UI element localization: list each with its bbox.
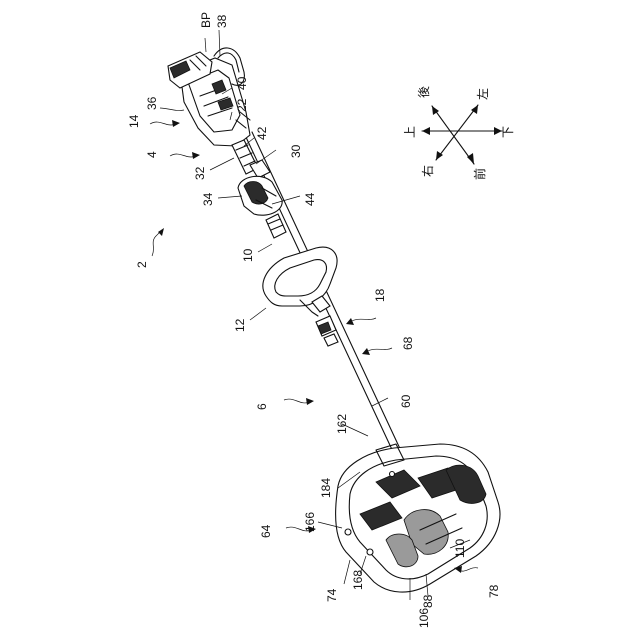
compass-label-front: 前	[472, 168, 487, 180]
callout-162: 162	[335, 414, 349, 434]
callout-bp: BP	[199, 12, 213, 28]
callout-40: 40	[235, 76, 249, 90]
compass-axis-leftright	[436, 105, 478, 160]
callout-184: 184	[319, 478, 333, 498]
callout-14: 14	[127, 114, 141, 128]
callout-10: 10	[241, 248, 255, 262]
callout-74: 74	[325, 588, 339, 602]
callout-88: 88	[421, 594, 435, 608]
compass-label-right: 右	[420, 165, 435, 177]
callout-32: 32	[193, 166, 207, 180]
front-grip	[238, 176, 286, 238]
callout-22: 22	[235, 98, 249, 112]
callout-36: 36	[145, 96, 159, 110]
fastener-dot	[345, 529, 351, 535]
callout-78: 78	[487, 584, 501, 598]
arrow-front-icon	[467, 153, 474, 164]
loop-handle	[263, 247, 337, 316]
callout-38: 38	[215, 14, 229, 28]
shaft-coupling	[316, 316, 338, 346]
compass-label-down: 下	[501, 126, 515, 138]
callout-68: 68	[401, 336, 415, 350]
fastener-dot	[367, 549, 373, 555]
compass-label-up: 上	[403, 126, 417, 138]
arrow-up-icon	[422, 127, 430, 135]
callout-2: 2	[135, 261, 149, 268]
callout-12: 12	[233, 318, 247, 332]
callout-168: 168	[351, 570, 365, 590]
callout-42: 42	[255, 126, 269, 140]
direction-compass: 後 左 上 下 右 前	[403, 86, 515, 180]
callout-166: 166	[303, 512, 317, 532]
compass-label-left: 左	[475, 88, 490, 100]
fastener-dot	[390, 472, 395, 477]
callout-4: 4	[145, 151, 159, 158]
compass-label-back: 後	[417, 86, 431, 98]
callout-6: 6	[255, 403, 269, 410]
auger-housing	[336, 444, 500, 592]
callout-18: 18	[373, 288, 387, 302]
callout-44: 44	[303, 192, 317, 206]
callout-106: 106	[417, 608, 431, 628]
callout-34: 34	[201, 192, 215, 206]
callout-60: 60	[399, 394, 413, 408]
callout-30: 30	[289, 144, 303, 158]
callout-110: 110	[453, 539, 467, 558]
callout-64: 64	[259, 524, 273, 538]
